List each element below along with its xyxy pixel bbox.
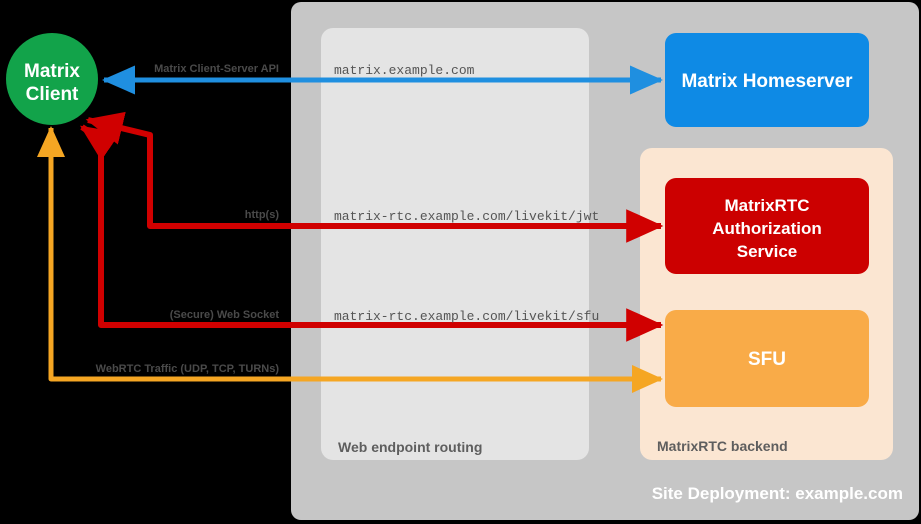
- url-label-livekit-jwt: matrix-rtc.example.com/livekit/jwt: [334, 209, 599, 224]
- matrixrtc-backend-label: MatrixRTC backend: [657, 438, 788, 454]
- edge-label-https: http(s): [245, 209, 280, 221]
- sfu-label: SFU: [748, 349, 786, 370]
- auth-service-label-line-2: Authorization: [712, 219, 822, 238]
- url-label-livekit-sfu: matrix-rtc.example.com/livekit/sfu: [334, 309, 599, 324]
- site-deployment-label: Site Deployment: example.com: [652, 484, 903, 503]
- web-endpoint-routing-label: Web endpoint routing: [338, 439, 482, 455]
- url-label-matrix-example-com: matrix.example.com: [334, 63, 475, 78]
- edge-webrtc-traffic: [37, 126, 663, 393]
- edge-label-secure-web-socket: (Secure) Web Socket: [170, 309, 280, 321]
- node-matrixrtc-authorization-service[interactable]: MatrixRTC Authorization Service: [665, 178, 869, 274]
- matrix-client-label-line-1: Matrix: [24, 61, 80, 82]
- web-endpoint-routing-panel: [321, 28, 589, 460]
- auth-service-label-line-1: MatrixRTC: [724, 196, 809, 215]
- node-matrix-client[interactable]: Matrix Client: [6, 33, 98, 125]
- node-sfu[interactable]: SFU: [665, 310, 869, 407]
- edge-label-matrix-client-server-api: Matrix Client-Server API: [154, 63, 279, 75]
- edge-label-webrtc-traffic: WebRTC Traffic (UDP, TCP, TURNs): [96, 363, 280, 375]
- matrix-client-label-line-2: Client: [26, 84, 79, 105]
- auth-service-label-line-3: Service: [737, 242, 798, 261]
- node-matrix-homeserver[interactable]: Matrix Homeserver: [665, 33, 869, 127]
- matrix-homeserver-label: Matrix Homeserver: [681, 71, 853, 92]
